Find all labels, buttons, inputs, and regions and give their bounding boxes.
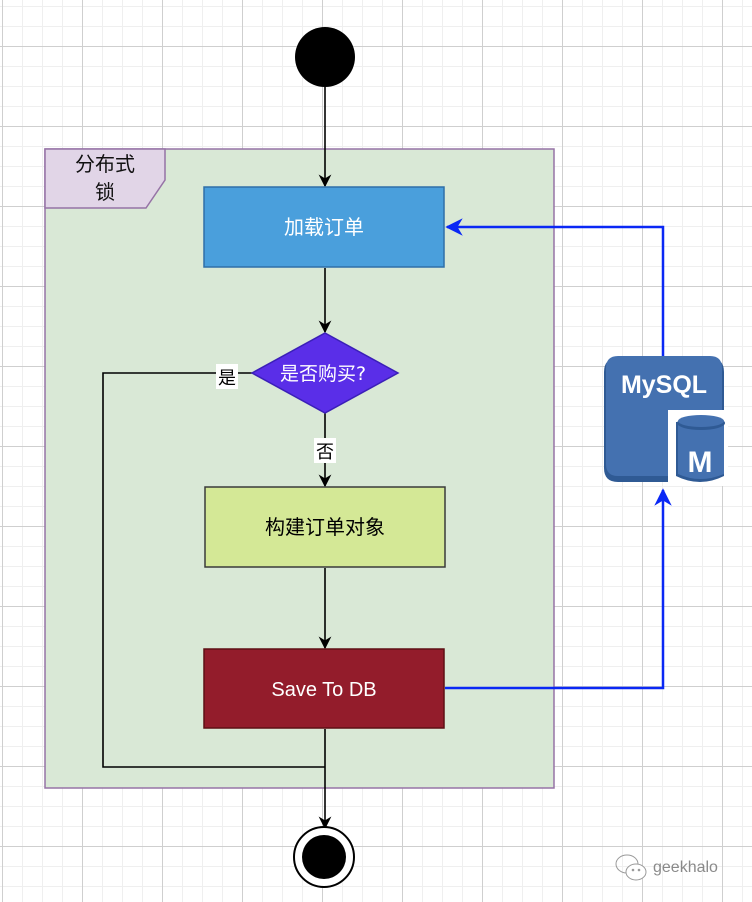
save-db-label: Save To DB	[271, 679, 376, 701]
frame-label-line2: 锁	[95, 180, 115, 204]
load-order-label: 加载订单	[284, 215, 364, 239]
mysql-label: MySQL	[621, 371, 707, 399]
yes-label: 是	[218, 368, 236, 389]
save-db-node[interactable]: Save To DB	[203, 648, 445, 729]
load-order-node[interactable]: 加载订单	[203, 186, 445, 268]
mysql-badge: M	[688, 446, 713, 479]
decision-label: 是否购买?	[280, 363, 366, 385]
frame-label-tab	[44, 148, 166, 209]
yes-label-bg	[216, 364, 238, 389]
edge-save-to-mysql	[445, 488, 672, 690]
edge-mysql-to-load	[445, 218, 665, 356]
watermark: geekhalo	[615, 854, 718, 881]
edge-decision-yes	[102, 372, 325, 768]
no-label-bg	[314, 438, 336, 463]
mysql-database-icon[interactable]: MySQL M	[604, 356, 728, 486]
build-order-label: 构建订单对象	[265, 515, 385, 539]
watermark-text: geekhalo	[653, 859, 718, 876]
no-label: 否	[316, 442, 334, 463]
wechat-icon	[615, 854, 647, 881]
decision-node[interactable]: 是否购买?	[250, 332, 400, 414]
end-node[interactable]	[293, 826, 355, 888]
build-order-node[interactable]: 构建订单对象	[204, 486, 446, 568]
start-node[interactable]	[295, 27, 355, 87]
frame-label-line1: 分布式	[75, 152, 135, 176]
